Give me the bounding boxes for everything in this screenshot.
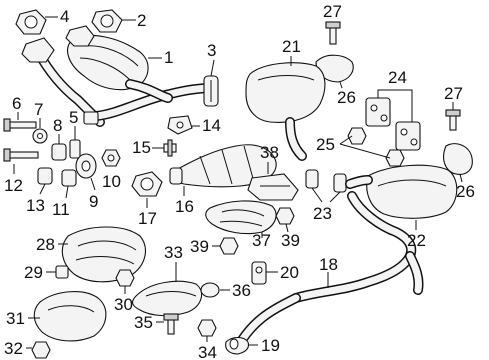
part-clip-20 <box>251 261 267 285</box>
callout-10: 10 <box>102 172 121 191</box>
part-washer-7 <box>32 128 48 144</box>
callout-29: 29 <box>24 263 43 282</box>
part-heat-shield-37 <box>205 200 277 235</box>
part-bolt-27-top <box>325 21 341 45</box>
callout-6: 6 <box>12 94 21 113</box>
callout-35: 35 <box>134 313 153 332</box>
callout-33: 33 <box>164 243 183 262</box>
callout-36: 36 <box>232 281 251 300</box>
part-bushing-13 <box>37 167 53 185</box>
callout-17: 17 <box>138 209 157 228</box>
part-gasket-2 <box>91 9 123 33</box>
part-hanger-24-left <box>365 97 391 127</box>
callout-23: 23 <box>313 204 332 223</box>
callout-28: 28 <box>36 235 55 254</box>
callout-20: 20 <box>280 263 299 282</box>
part-heat-shield-31 <box>33 291 107 342</box>
part-insulator-9 <box>75 153 97 179</box>
part-nut-32 <box>31 341 51 359</box>
callout-22: 22 <box>407 231 426 250</box>
part-bushing-8 <box>51 143 67 161</box>
part-catalytic-converter-1 <box>65 25 149 91</box>
callout-13: 13 <box>26 196 45 215</box>
part-clamp-23-right <box>333 173 347 193</box>
callout-11: 11 <box>52 200 70 219</box>
part-stud-15 <box>163 139 177 157</box>
part-nut-34 <box>197 319 217 337</box>
part-nut-25-upper <box>347 127 367 145</box>
callout-25: 25 <box>316 135 335 154</box>
callout-7: 7 <box>34 100 43 119</box>
part-heat-shield-26-right <box>443 143 473 175</box>
part-nut-39-left <box>219 237 239 255</box>
part-hanger-24-right <box>395 121 421 151</box>
part-bolt-35 <box>163 313 179 335</box>
callout-2: 2 <box>137 11 146 30</box>
callout-24: 24 <box>388 68 407 87</box>
callout-38: 38 <box>260 143 279 162</box>
part-clip-29 <box>55 265 69 279</box>
callout-21: 21 <box>282 37 301 56</box>
part-clamp-23-left <box>305 169 319 189</box>
callout-4: 4 <box>60 7 69 26</box>
part-clamp-3 <box>203 75 219 107</box>
callout-1: 1 <box>164 48 173 67</box>
part-nut-10 <box>101 149 121 167</box>
callout-12: 12 <box>4 176 23 195</box>
callout-26-top: 26 <box>337 88 356 107</box>
callout-3: 3 <box>207 41 216 60</box>
callout-39-left: 39 <box>190 237 209 256</box>
part-nut-39-center <box>275 207 295 225</box>
part-bolt-12 <box>3 148 39 162</box>
callout-19: 19 <box>261 336 280 355</box>
callout-30: 30 <box>114 295 133 314</box>
part-nut-30 <box>115 269 135 287</box>
callout-18: 18 <box>319 255 338 274</box>
callout-8: 8 <box>53 116 62 135</box>
callout-27-right: 27 <box>444 84 463 103</box>
callout-26-right: 26 <box>456 182 475 201</box>
part-heat-shield-38 <box>247 173 299 201</box>
part-tip-19 <box>225 336 250 355</box>
part-bushing-11 <box>61 169 77 187</box>
part-bracket-14 <box>167 115 193 135</box>
callout-27-top: 27 <box>323 2 342 21</box>
callout-9: 9 <box>89 192 98 211</box>
callout-34: 34 <box>198 343 217 360</box>
callout-5: 5 <box>69 108 78 127</box>
part-muffler-21 <box>245 62 326 161</box>
callout-32: 32 <box>4 339 23 358</box>
callout-15: 15 <box>132 138 151 157</box>
part-front-pipe-merge <box>83 79 217 125</box>
part-bolt-27-right <box>445 109 461 131</box>
callout-37: 37 <box>252 231 271 250</box>
part-bolt-6 <box>3 118 37 132</box>
callout-31: 31 <box>6 309 25 328</box>
part-gasket-17 <box>131 171 163 197</box>
part-gasket-4 <box>15 9 47 35</box>
callout-16: 16 <box>175 197 194 216</box>
callout-39-center: 39 <box>281 231 300 250</box>
part-heat-shield-33 <box>131 280 203 317</box>
part-rear-muffler-22 <box>345 164 458 219</box>
part-insulator-36 <box>200 282 220 298</box>
part-heat-shield-28 <box>61 226 146 283</box>
part-hanger-5 <box>69 126 81 159</box>
part-tail-pipe-18 <box>237 191 424 345</box>
callout-14: 14 <box>202 116 221 135</box>
